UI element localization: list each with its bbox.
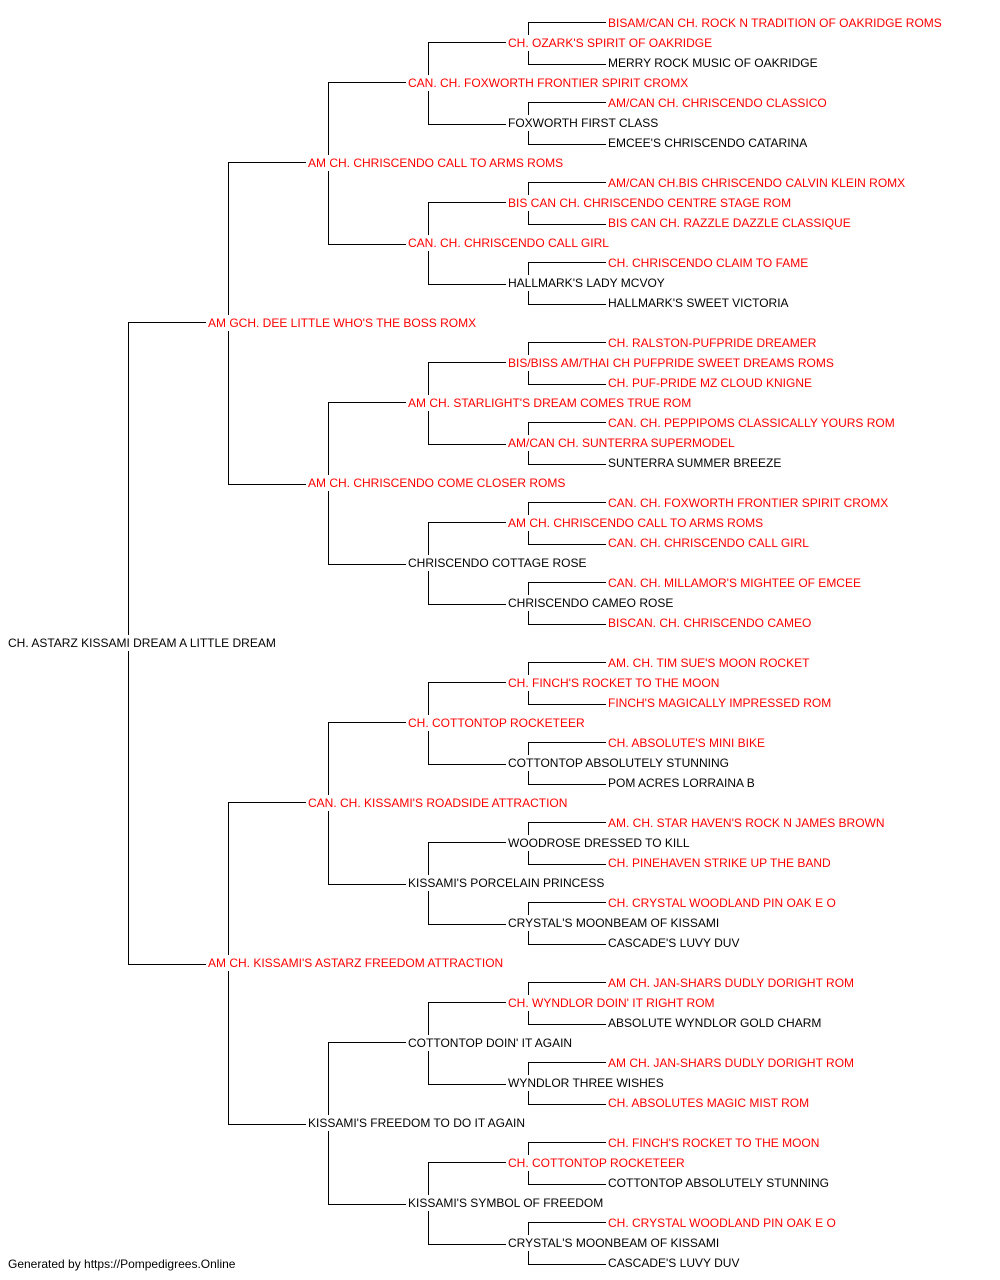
ancestor-name: CAN. CH. FOXWORTH FRONTIER SPIRIT CROMX [608,496,889,510]
ancestor-name: CH. CHRISCENDO CLAIM TO FAME [608,256,809,270]
ancestor-name: CH. WYNDLOR DOIN' IT RIGHT ROM [508,996,715,1010]
ancestor-name: AM CH. JAN-SHARS DUDLY DORIGHT ROM [608,1056,855,1070]
ancestor-name: CH. PINEHAVEN STRIKE UP THE BAND [608,856,831,870]
ancestor-name: CAN. CH. KISSAMI'S ROADSIDE ATTRACTION [308,796,568,810]
ancestor-name: CAN. CH. CHRISCENDO CALL GIRL [408,236,609,250]
ancestor-name: CHRISCENDO CAMEO ROSE [508,596,674,610]
ancestor-name: CASCADE'S LUVY DUV [608,936,740,950]
ancestor-name: ABSOLUTE WYNDLOR GOLD CHARM [608,1016,822,1030]
ancestor-name: HALLMARK'S LADY MCVOY [508,276,665,290]
ancestor-name: POM ACRES LORRAINA B [608,776,755,790]
ancestor-name: CAN. CH. FOXWORTH FRONTIER SPIRIT CROMX [408,76,689,90]
ancestor-name: FINCH'S MAGICALLY IMPRESSED ROM [608,696,832,710]
ancestor-name: CH. OZARK'S SPIRIT OF OAKRIDGE [508,36,713,50]
ancestor-name: CH. PUF-PRIDE MZ CLOUD KNIGNE [608,376,813,390]
ancestor-name: CHRISCENDO COTTAGE ROSE [408,556,587,570]
ancestor-name: CH. COTTONTOP ROCKETEER [408,716,585,730]
ancestor-name: KISSAMI'S PORCELAIN PRINCESS [408,876,605,890]
ancestor-name: CASCADE'S LUVY DUV [608,1256,740,1270]
ancestor-name: BISAM/CAN CH. ROCK N TRADITION OF OAKRID… [608,16,942,30]
ancestor-name: AM/CAN CH. SUNTERRA SUPERMODEL [508,436,735,450]
ancestor-name: EMCEE'S CHRISCENDO CATARINA [608,136,808,150]
ancestor-name: AM CH. STARLIGHT'S DREAM COMES TRUE ROM [408,396,692,410]
ancestor-name: CH. ABSOLUTE'S MINI BIKE [608,736,765,750]
ancestor-name: WYNDLOR THREE WISHES [508,1076,664,1090]
ancestor-name: SUNTERRA SUMMER BREEZE [608,456,782,470]
ancestor-name: CAN. CH. CHRISCENDO CALL GIRL [608,536,809,550]
ancestor-name: CH. CRYSTAL WOODLAND PIN OAK E O [608,1216,836,1230]
ancestor-name: CRYSTAL'S MOONBEAM OF KISSAMI [508,1236,720,1250]
ancestor-name: AM CH. JAN-SHARS DUDLY DORIGHT ROM [608,976,855,990]
ancestor-name: KISSAMI'S FREEDOM TO DO IT AGAIN [308,1116,526,1130]
ancestor-name: AM. CH. STAR HAVEN'S ROCK N JAMES BROWN [608,816,885,830]
ancestor-name: KISSAMI'S SYMBOL OF FREEDOM [408,1196,604,1210]
ancestor-name: AM GCH. DEE LITTLE WHO'S THE BOSS ROMX [208,316,477,330]
ancestor-name: BIS CAN CH. CHRISCENDO CENTRE STAGE ROM [508,196,792,210]
ancestor-name: AM/CAN CH. CHRISCENDO CLASSICO [608,96,827,110]
ancestor-name: AM/CAN CH.BIS CHRISCENDO CALVIN KLEIN RO… [608,176,906,190]
ancestor-name: CH. RALSTON-PUFPRIDE DREAMER [608,336,817,350]
ancestor-name: CH. CRYSTAL WOODLAND PIN OAK E O [608,896,836,910]
ancestor-name: HALLMARK'S SWEET VICTORIA [608,296,789,310]
ancestor-name: AM CH. CHRISCENDO COME CLOSER ROMS [308,476,566,490]
ancestor-name: AM CH. CHRISCENDO CALL TO ARMS ROMS [308,156,564,170]
ancestor-name: CAN. CH. MILLAMOR'S MIGHTEE OF EMCEE [608,576,861,590]
ancestor-name: COTTONTOP ABSOLUTELY STUNNING [608,1176,829,1190]
ancestor-name: CRYSTAL'S MOONBEAM OF KISSAMI [508,916,720,930]
generated-by-footer: Generated by https://Pompedigrees.Online [8,1257,236,1271]
ancestor-name: BISCAN. CH. CHRISCENDO CAMEO [608,616,812,630]
ancestor-name: CAN. CH. PEPPIPOMS CLASSICALLY YOURS ROM [608,416,895,430]
ancestor-name: BIS/BISS AM/THAI CH PUFPRIDE SWEET DREAM… [508,356,834,370]
ancestor-name: CH. FINCH'S ROCKET TO THE MOON [508,676,720,690]
ancestor-name: CH. FINCH'S ROCKET TO THE MOON [608,1136,820,1150]
subject-dog-name: CH. ASTARZ KISSAMI DREAM A LITTLE DREAM [8,636,276,650]
ancestor-name: BIS CAN CH. RAZZLE DAZZLE CLASSIQUE [608,216,851,230]
ancestor-name: COTTONTOP ABSOLUTELY STUNNING [508,756,729,770]
ancestor-name: AM CH. KISSAMI'S ASTARZ FREEDOM ATTRACTI… [208,956,504,970]
ancestor-name: CH. COTTONTOP ROCKETEER [508,1156,685,1170]
ancestor-name: CH. ABSOLUTES MAGIC MIST ROM [608,1096,810,1110]
ancestor-name: COTTONTOP DOIN' IT AGAIN [408,1036,573,1050]
ancestor-name: FOXWORTH FIRST CLASS [508,116,659,130]
ancestor-name: MERRY ROCK MUSIC OF OAKRIDGE [608,56,818,70]
ancestor-name: AM CH. CHRISCENDO CALL TO ARMS ROMS [508,516,764,530]
ancestor-name: WOODROSE DRESSED TO KILL [508,836,690,850]
ancestor-name: AM. CH. TIM SUE'S MOON ROCKET [608,656,810,670]
